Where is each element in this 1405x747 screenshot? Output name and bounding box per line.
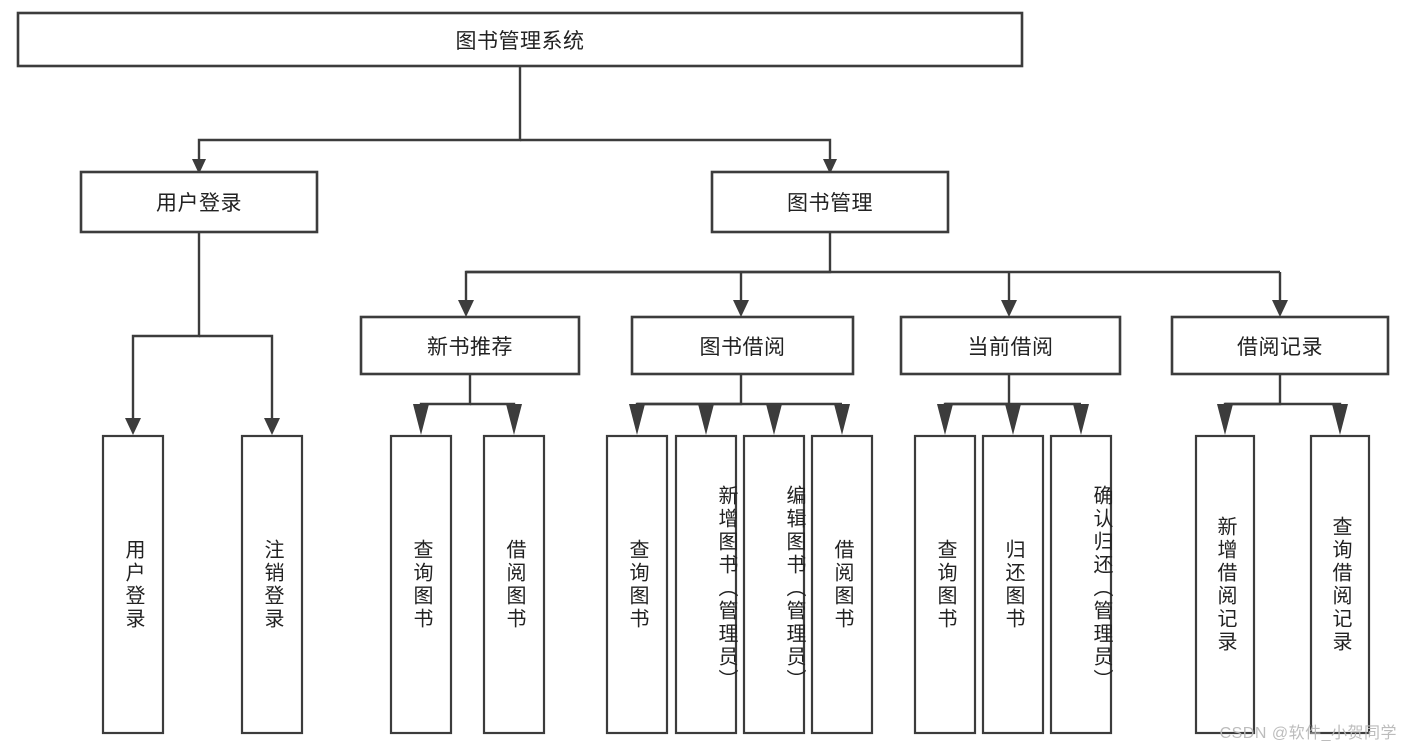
node-leaf-query-book-2-box[interactable] bbox=[605, 434, 669, 735]
node-leaf-query-book-3-box[interactable] bbox=[913, 434, 977, 735]
arrowhead-leaf-add-record bbox=[1217, 404, 1233, 435]
node-leaf-confirm-return-box[interactable] bbox=[1049, 434, 1113, 735]
node-new-book-recommend-box[interactable] bbox=[359, 315, 581, 376]
arrowhead-user-login bbox=[192, 159, 206, 174]
connector-root-to-user-login bbox=[197, 66, 522, 159]
connector-newbook-to-leafA bbox=[419, 374, 472, 418]
node-current-borrow-box[interactable] bbox=[899, 315, 1122, 376]
connector-bookmgmt-to-newbook bbox=[464, 232, 832, 300]
connector-currentborrow-to-leafA bbox=[943, 374, 1011, 418]
node-leaf-query-book-1-box[interactable] bbox=[389, 434, 453, 735]
node-borrow-records-box[interactable] bbox=[1170, 315, 1390, 376]
arrowhead-leaf-query-book-1 bbox=[413, 404, 429, 435]
connector-userlogin-to-leaf1 bbox=[131, 232, 201, 418]
node-leaf-borrow-book-1-box[interactable] bbox=[482, 434, 546, 735]
arrowhead-current-borrow bbox=[1001, 300, 1017, 317]
arrowhead-leaf-add-book bbox=[698, 404, 714, 435]
arrowhead-leaf-user-login bbox=[125, 418, 141, 435]
node-leaf-add-book-box[interactable] bbox=[674, 434, 738, 735]
connector-records-to-leafA bbox=[1223, 374, 1282, 418]
arrowhead-leaf-confirm-return bbox=[1073, 404, 1089, 435]
node-leaf-user-login-box[interactable] bbox=[101, 434, 165, 735]
arrowhead-book-management bbox=[823, 159, 837, 174]
arrowhead-leaf-edit-book bbox=[766, 404, 782, 435]
arrowhead-leaf-return-book bbox=[1005, 404, 1021, 435]
node-book-management-box[interactable] bbox=[710, 170, 950, 234]
arrowhead-leaf-query-record bbox=[1332, 404, 1348, 435]
arrowhead-leaf-borrow-book-2 bbox=[834, 404, 850, 435]
node-leaf-borrow-book-2-box[interactable] bbox=[810, 434, 874, 735]
node-root-box[interactable] bbox=[16, 11, 1024, 68]
connector-userlogin-to-leaf2 bbox=[199, 334, 274, 418]
connector-bookborrow-to-leafA bbox=[635, 374, 743, 418]
node-leaf-add-record-box[interactable] bbox=[1194, 434, 1256, 735]
arrowhead-leaf-borrow-book-1 bbox=[506, 404, 522, 435]
arrowhead-leaf-query-book-3 bbox=[937, 404, 953, 435]
arrowhead-borrow-records bbox=[1272, 300, 1288, 317]
arrowhead-leaf-logout bbox=[264, 418, 280, 435]
watermark: CSDN @软件_小贺同学 bbox=[1219, 725, 1397, 742]
arrowhead-new-book-recommend bbox=[458, 300, 474, 317]
node-user-login-box[interactable] bbox=[79, 170, 319, 234]
node-leaf-return-book-box[interactable] bbox=[981, 434, 1045, 735]
arrowhead-leaf-query-book-2 bbox=[629, 404, 645, 435]
node-book-borrow-box[interactable] bbox=[630, 315, 855, 376]
connector-records-to-leafB bbox=[1225, 402, 1342, 418]
arrowhead-book-borrow bbox=[733, 300, 749, 317]
connector-root-to-book-management bbox=[520, 138, 832, 159]
node-leaf-edit-book-box[interactable] bbox=[742, 434, 806, 735]
node-leaf-query-record-box[interactable] bbox=[1309, 434, 1371, 735]
node-leaf-logout-box[interactable] bbox=[240, 434, 304, 735]
